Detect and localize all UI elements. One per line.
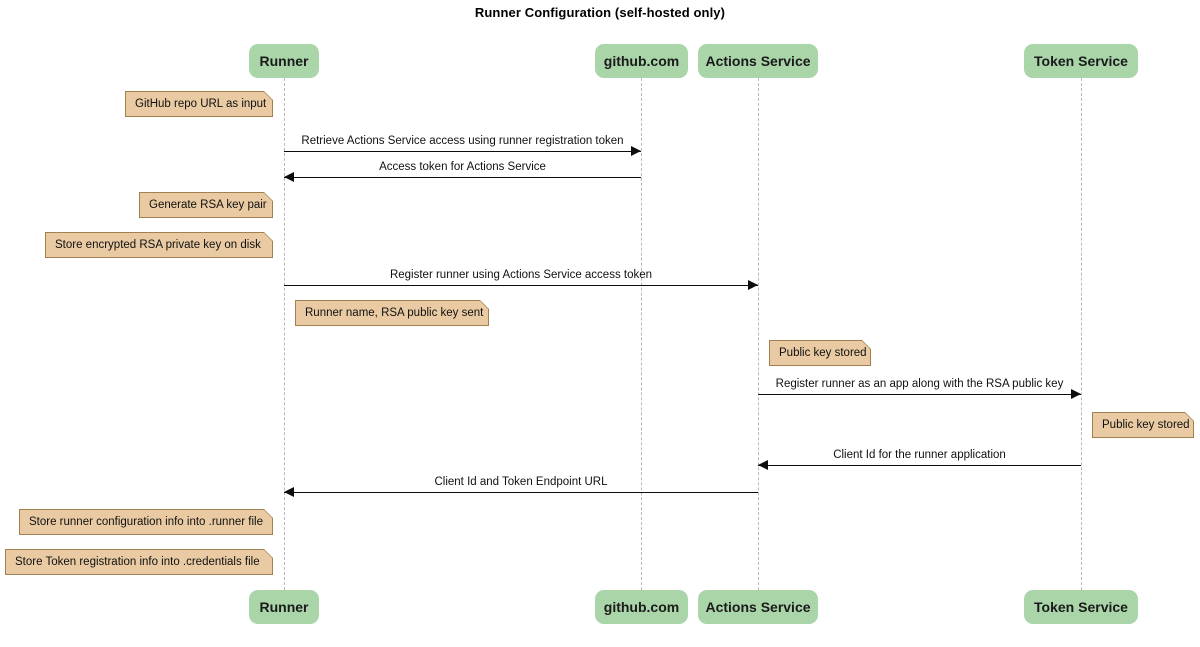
note-fold-inner-icon xyxy=(264,509,273,518)
note-n1: GitHub repo URL as input xyxy=(125,91,273,117)
message-arrowhead-left xyxy=(758,460,768,470)
lifeline-actions xyxy=(758,78,759,590)
message-label: Client Id for the runner application xyxy=(833,449,1006,461)
note-fold-inner-icon xyxy=(862,340,871,349)
message-label: Access token for Actions Service xyxy=(379,161,546,173)
lifeline-runner xyxy=(284,78,285,590)
participant-label: Actions Service xyxy=(705,53,811,69)
note-n6: Public key stored xyxy=(1092,412,1194,438)
participant-label: github.com xyxy=(603,53,680,69)
message-arrowhead-left xyxy=(284,487,294,497)
note-n5: Public key stored xyxy=(769,340,871,366)
note-n4: Runner name, RSA public key sent xyxy=(295,300,489,326)
note-text: Store encrypted RSA private key on disk xyxy=(55,239,261,251)
note-fold-inner-icon xyxy=(264,192,273,201)
participant-label: github.com xyxy=(603,599,680,615)
message-line xyxy=(284,492,758,493)
participant-github-bottom[interactable]: github.com xyxy=(595,590,688,624)
lifeline-github xyxy=(641,78,642,590)
participant-token-top[interactable]: Token Service xyxy=(1024,44,1138,78)
participant-label: Runner xyxy=(259,599,309,615)
message-line xyxy=(284,151,641,152)
note-text: Public key stored xyxy=(1102,419,1190,431)
participant-label: Runner xyxy=(259,53,309,69)
note-text: Runner name, RSA public key sent xyxy=(305,307,484,319)
message-arrowhead-right xyxy=(748,280,758,290)
note-text: Generate RSA key pair xyxy=(149,199,267,211)
participant-label: Token Service xyxy=(1034,53,1128,69)
note-n8: Store Token registration info into .cred… xyxy=(5,549,273,575)
lifeline-token xyxy=(1081,78,1082,590)
message-line xyxy=(758,465,1081,466)
note-fold-inner-icon xyxy=(264,232,273,241)
note-text: GitHub repo URL as input xyxy=(135,98,267,110)
message-arrowhead-left xyxy=(284,172,294,182)
note-n7: Store runner configuration info into .ru… xyxy=(19,509,273,535)
message-label: Client Id and Token Endpoint URL xyxy=(434,476,608,488)
participant-runner-bottom[interactable]: Runner xyxy=(249,590,319,624)
note-fold-inner-icon xyxy=(480,300,489,309)
note-n2: Generate RSA key pair xyxy=(139,192,273,218)
participant-label: Actions Service xyxy=(705,599,811,615)
note-n3: Store encrypted RSA private key on disk xyxy=(45,232,273,258)
message-line xyxy=(758,394,1081,395)
participant-github-top[interactable]: github.com xyxy=(595,44,688,78)
note-fold-inner-icon xyxy=(264,91,273,100)
participant-actions-top[interactable]: Actions Service xyxy=(698,44,818,78)
note-fold-inner-icon xyxy=(1185,412,1194,421)
participant-label: Token Service xyxy=(1034,599,1128,615)
message-label: Register runner as an app along with the… xyxy=(775,378,1064,390)
message-label: Retrieve Actions Service access using ru… xyxy=(301,135,624,147)
participant-token-bottom[interactable]: Token Service xyxy=(1024,590,1138,624)
message-line xyxy=(284,285,758,286)
note-fold-inner-icon xyxy=(264,549,273,558)
page-title: Runner Configuration (self-hosted only) xyxy=(474,5,726,20)
message-line xyxy=(284,177,641,178)
participant-runner-top[interactable]: Runner xyxy=(249,44,319,78)
message-label: Register runner using Actions Service ac… xyxy=(389,269,653,281)
note-text: Store Token registration info into .cred… xyxy=(15,556,260,568)
participant-actions-bottom[interactable]: Actions Service xyxy=(698,590,818,624)
note-text: Public key stored xyxy=(779,347,867,359)
message-arrowhead-right xyxy=(631,146,641,156)
message-arrowhead-right xyxy=(1071,389,1081,399)
note-text: Store runner configuration info into .ru… xyxy=(29,516,263,528)
